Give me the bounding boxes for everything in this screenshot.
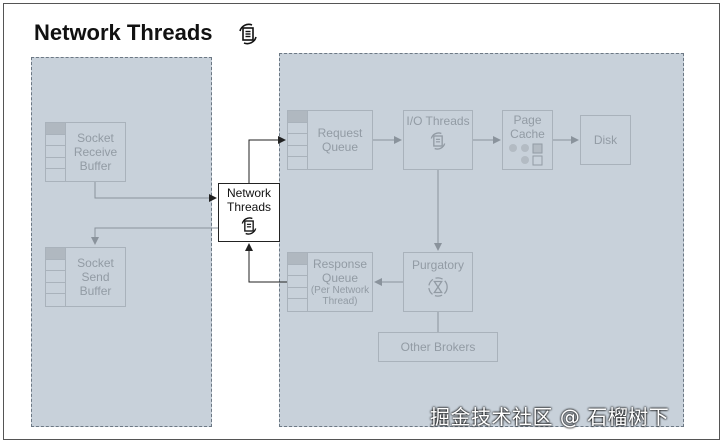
socket-send-buffer: Socket Send Buffer <box>45 247 126 307</box>
buffer-stack <box>46 248 66 306</box>
purgatory: Purgatory <box>403 252 473 312</box>
response-queue-note: (Per Network Thread) <box>310 285 370 307</box>
response-queue: Response Queue (Per Network Thread) <box>287 252 373 312</box>
io-threads: I/O Threads <box>403 110 473 170</box>
network-threads: Network Threads <box>218 183 280 242</box>
disk-label: Disk <box>593 133 618 147</box>
thread-cycle-icon <box>430 132 446 150</box>
queue-stack <box>288 111 308 169</box>
request-queue-label: Request Queue <box>317 126 363 154</box>
thread-cycle-icon <box>239 23 257 45</box>
disk: Disk <box>580 115 631 165</box>
arrow-network-to-send <box>91 227 218 245</box>
other-brokers: Other Brokers <box>378 332 498 362</box>
client-side-region <box>31 57 212 427</box>
request-queue: Request Queue <box>287 110 373 170</box>
purgatory-label: Purgatory <box>411 258 465 272</box>
arrow-network-to-request <box>248 136 286 183</box>
arrow-receive-to-network <box>94 182 217 202</box>
socket-send-buffer-label: Socket Send Buffer <box>77 256 114 298</box>
network-threads-label: Network Threads <box>226 186 272 214</box>
socket-receive-buffer: Socket Receive Buffer <box>45 122 126 182</box>
arrow-response-to-network <box>245 243 287 283</box>
hourglass-icon <box>428 277 448 297</box>
page-cache-label: Page Cache <box>510 113 545 141</box>
queue-stack <box>288 253 308 311</box>
io-threads-label: I/O Threads <box>406 114 470 128</box>
cache-blocks-icon <box>508 143 542 166</box>
response-queue-text: Response Queue (Per Network Thread) <box>308 257 372 307</box>
other-brokers-label: Other Brokers <box>400 340 476 354</box>
page-cache: Page Cache <box>502 110 553 170</box>
buffer-stack <box>46 123 66 181</box>
watermark: 掘金技术社区 @ 石榴树下 <box>430 405 670 429</box>
page-title: Network Threads <box>34 20 213 45</box>
socket-receive-buffer-label: Socket Receive Buffer <box>73 131 118 173</box>
thread-cycle-icon <box>241 217 257 235</box>
response-queue-label: Response Queue <box>312 257 368 285</box>
